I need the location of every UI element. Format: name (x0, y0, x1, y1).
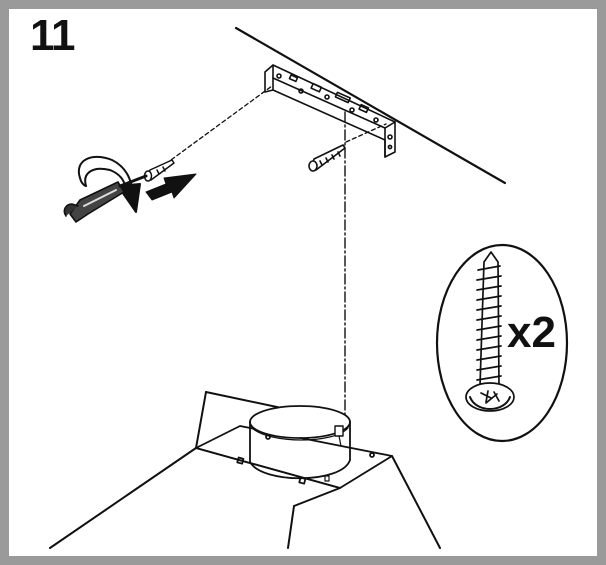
callout-screw-icon (465, 251, 515, 412)
hood-body (49, 391, 441, 549)
exhaust-collar (249, 405, 351, 482)
screw-quantity-label: x2 (507, 308, 556, 357)
wall-bracket (264, 64, 396, 158)
driven-screw-icon (143, 159, 175, 182)
push-arrow-icon (145, 173, 197, 201)
screw-path-right (345, 123, 387, 143)
screw-path-left (159, 85, 273, 169)
screw-icon (308, 144, 346, 172)
step-number: 11 (30, 11, 76, 60)
screwdriver-icon (63, 174, 148, 223)
ceiling-line (234, 26, 507, 185)
